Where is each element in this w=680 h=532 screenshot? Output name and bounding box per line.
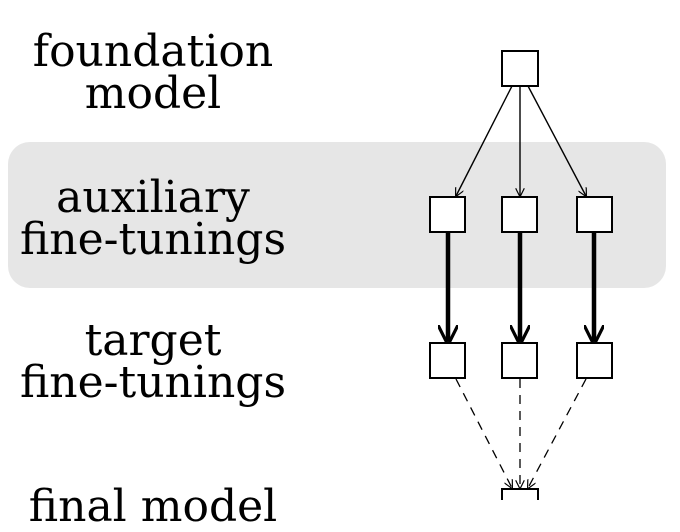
auxiliary-label-line2: fine-tunings (19, 214, 287, 265)
target-node-1 (429, 342, 466, 379)
auxiliary-node-2 (501, 196, 538, 233)
foundation-model-node (501, 50, 539, 87)
target-node-3 (576, 342, 613, 379)
auxiliary-node-3 (576, 196, 613, 233)
auxiliary-node-1 (429, 196, 466, 233)
diagram-canvas: foundation model auxiliary fine-tunings … (8, 26, 666, 529)
foundation-label-line2: model (84, 68, 222, 119)
edge-foundation-to-aux-1 (456, 85, 513, 196)
foundation-model-label: foundation model (8, 26, 298, 119)
final-model-node (501, 488, 539, 500)
target-label-line2: fine-tunings (19, 357, 287, 408)
model-graph (429, 50, 613, 500)
target-label-line1: target (84, 315, 222, 366)
target-fine-tunings-label: target fine-tunings (8, 315, 298, 408)
foundation-label-line1: foundation (32, 26, 274, 77)
target-node-2 (501, 342, 538, 379)
auxiliary-fine-tunings-label: auxiliary fine-tunings (8, 172, 298, 265)
edge-target-to-final-1 (455, 378, 512, 488)
edge-target-to-final-3 (528, 378, 587, 488)
auxiliary-band (8, 142, 666, 288)
auxiliary-label-line1: auxiliary (56, 172, 250, 223)
edge-foundation-to-aux-3 (527, 85, 586, 196)
